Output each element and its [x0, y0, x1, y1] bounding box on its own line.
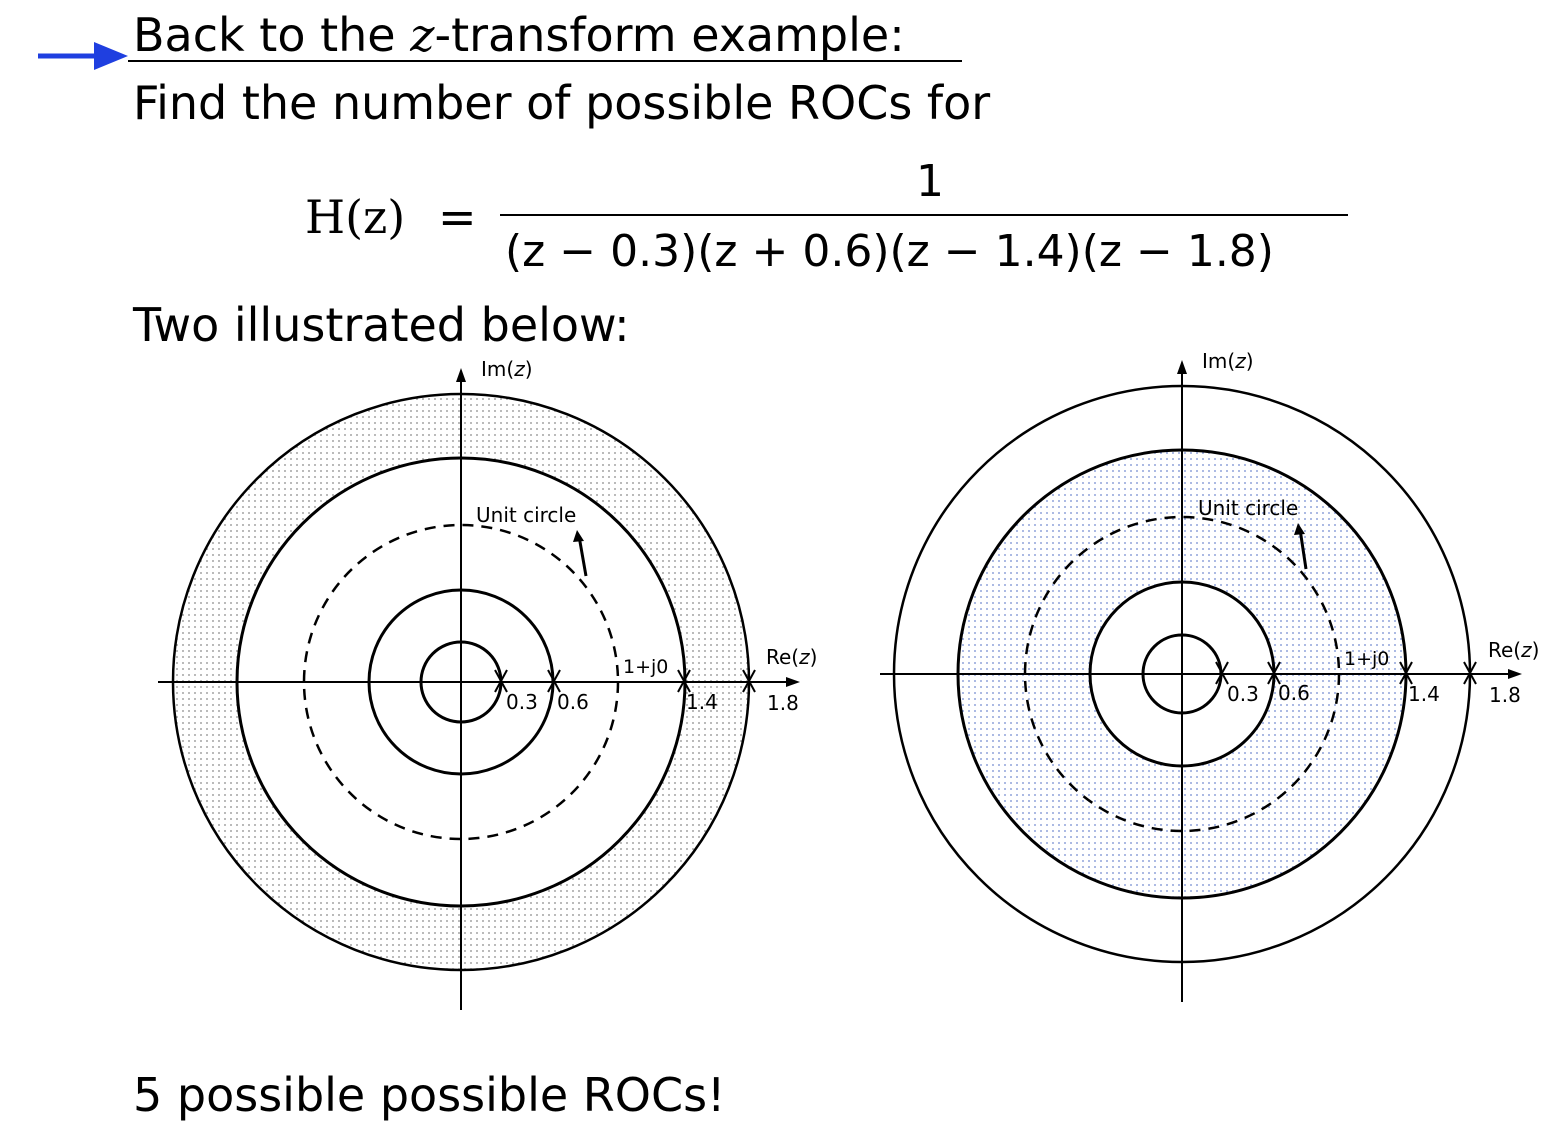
conclusion-text: 5 possible possible ROCs! [133, 1068, 726, 1122]
right-tick-0.6: 0.6 [1278, 681, 1310, 705]
right-roc-diagram: Im(z) Re(z) Unit circle 1+j0 0.3 0.6 1.4… [880, 349, 1539, 1002]
right-tick-0.3: 0.3 [1227, 682, 1259, 706]
left-tick-0.6: 0.6 [557, 690, 589, 714]
right-shaded-roc [958, 450, 1406, 898]
heading-underline [128, 60, 962, 62]
problem-statement: Find the number of possible ROCs for [133, 76, 991, 130]
pointer-arrow-icon [38, 42, 128, 70]
formula-equals: = [438, 190, 477, 244]
right-pole-markers [1215, 661, 1477, 685]
left-tick-0.3: 0.3 [506, 690, 538, 714]
left-re-label: Re(z) [766, 645, 817, 669]
formula-denominator: (z − 0.3)(z + 0.6)(z − 1.4)(z − 1.8) [505, 226, 1274, 277]
formula-lhs: H(z) [305, 190, 406, 244]
illustration-caption: Two illustrated below: [133, 298, 630, 352]
slide-heading: Back to the z-transform example: [133, 8, 905, 62]
left-roc-diagram: Im(z) Re(z) Unit circle 1+j0 0.3 0.6 1.4… [158, 357, 817, 1010]
left-tick-1.4: 1.4 [686, 690, 718, 714]
right-tick-1.8: 1.8 [1489, 683, 1521, 707]
left-imag-axis-arrow-icon [456, 368, 466, 382]
left-unit-circle-label: Unit circle [476, 503, 576, 527]
transfer-function-formula: H(z) = 1 (z − 0.3)(z + 0.6)(z − 1.4)(z −… [0, 150, 1556, 290]
left-unit-circle-pointer [577, 535, 588, 577]
right-tick-1.4: 1.4 [1408, 682, 1440, 706]
formula-numerator: 1 [916, 156, 944, 207]
left-point-label: 1+j0 [623, 656, 668, 678]
fraction-bar [500, 214, 1348, 216]
right-imag-axis-arrow-icon [1177, 360, 1187, 374]
right-point-label: 1+j0 [1344, 648, 1389, 670]
right-real-axis-arrow-icon [1508, 669, 1522, 679]
left-im-label: Im(z) [481, 357, 533, 381]
right-im-label: Im(z) [1202, 349, 1254, 373]
right-unit-circle-label: Unit circle [1198, 496, 1298, 520]
left-pointer-arrowhead-icon [573, 530, 584, 542]
right-pointer-arrowhead-icon [1294, 523, 1305, 535]
left-tick-1.8: 1.8 [767, 691, 799, 715]
right-unit-circle-pointer [1298, 528, 1308, 570]
left-pole-markers [494, 669, 756, 693]
left-real-axis-arrow-icon [786, 677, 800, 687]
right-re-label: Re(z) [1488, 638, 1539, 662]
